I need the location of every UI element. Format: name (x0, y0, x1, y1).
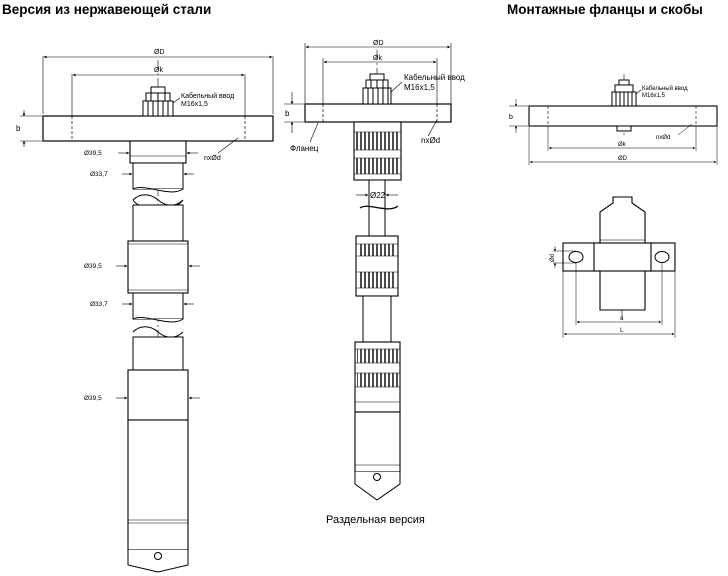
mid-cable-entry: Кабельный ввод (404, 73, 465, 82)
left-dim-flange-d: ØD (154, 49, 165, 56)
heading-mounting-flanges: Монтажные фланцы и скобы (507, 2, 703, 17)
left-dia-5: Ø39,5 (84, 395, 102, 402)
middle-drawing-labels: ØD Øk b Кабельный ввод M16x1,5 Фланец nx… (285, 40, 465, 526)
left-dia-3: Ø39,5 (84, 263, 102, 270)
left-dim-bolt-k: Øk (154, 67, 163, 74)
mid-dim-flange-d: ØD (373, 40, 384, 47)
mid-flange-label: Фланец (290, 144, 319, 153)
right-cable-entry: Кабельный ввод (642, 85, 688, 92)
right-dim-a: a (620, 316, 624, 322)
mid-caption: Раздельная версия (326, 514, 425, 526)
mid-dim-b: b (285, 109, 290, 118)
right-flange-labels: Кабельный ввод M16x1,5 b nxØd Øk ØD (509, 85, 688, 162)
right-dim-k: Øk (618, 142, 627, 148)
mid-dim-bolt-k: Øk (373, 55, 382, 62)
left-cable-entry: Кабельный ввод (181, 92, 234, 100)
right-bracket-labels: Ød a L (550, 254, 624, 334)
right-flange-drawing (509, 74, 718, 165)
left-holes: nxØd (204, 155, 221, 162)
right-holes: nxØd (656, 135, 670, 141)
left-drawing-labels: ØD Øk b Кабельный ввод M16x1,5 nxØd Ø39,… (16, 49, 234, 402)
left-cable-thread: M16x1,5 (181, 101, 208, 108)
right-bracket-drawing (553, 196, 676, 338)
mid-cable-dia: Ø22 (370, 191, 386, 200)
heading-stainless-version: Версия из нержавеющей стали (2, 2, 212, 17)
left-dia-1: Ø39,5 (84, 150, 102, 157)
right-dim-l: L (620, 328, 624, 334)
left-drawing (20, 55, 274, 573)
mid-cable-thread: M16x1,5 (404, 83, 435, 92)
right-dim-b: b (509, 114, 513, 121)
left-dim-b: b (16, 124, 21, 133)
left-dia-2: Ø33,7 (90, 171, 108, 178)
right-bracket-hole: Ød (550, 254, 556, 262)
left-dia-4: Ø33,7 (90, 301, 108, 308)
middle-drawing (284, 43, 452, 501)
mid-holes: nxØd (421, 136, 440, 145)
right-dim-d: ØD (618, 156, 628, 162)
right-cable-thread: M16x1,5 (642, 93, 666, 99)
